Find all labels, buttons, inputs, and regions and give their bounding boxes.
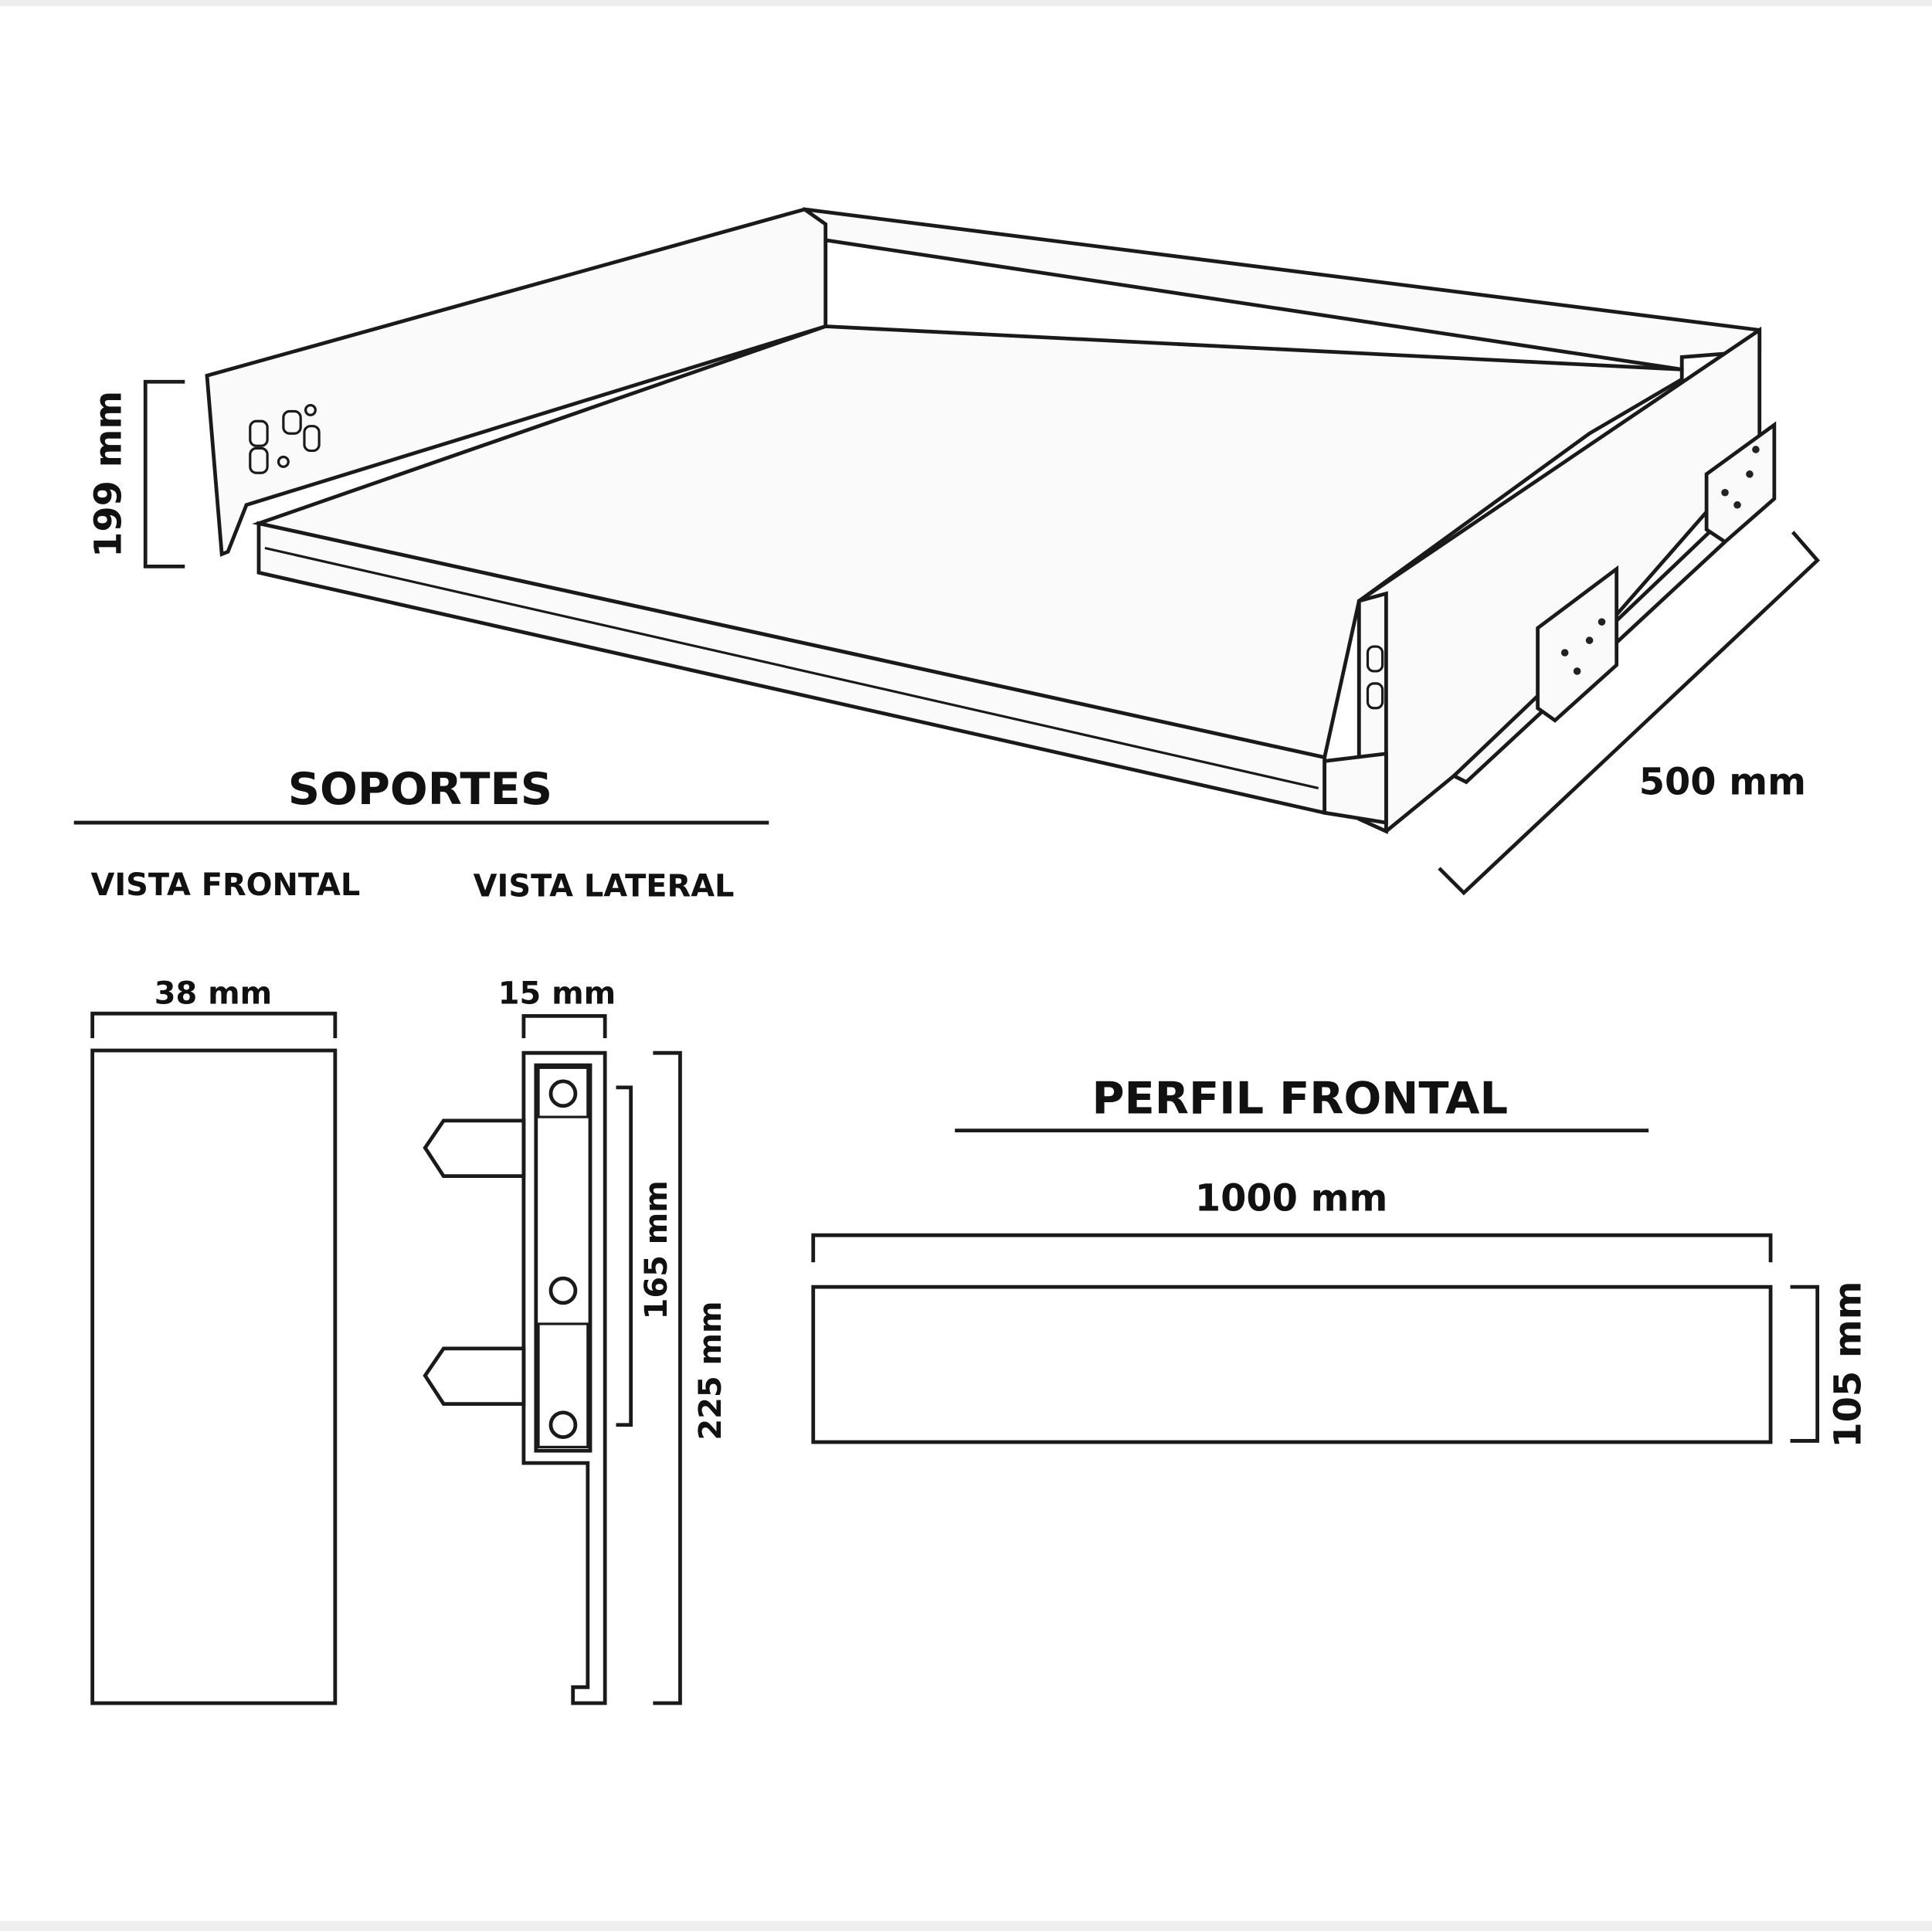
support-side-view [423,1050,607,1705]
front-profile-width-dimension [811,1233,1773,1263]
drawer-depth-label: 500 mm [1639,761,1806,803]
side-height-dimension [653,1050,682,1705]
front-profile-width-label: 1000 mm [1195,1177,1388,1220]
drawer-height-label: 199 mm [87,391,130,558]
side-inner-height-label: 165 mm [639,1180,674,1319]
support-front-view [90,1048,338,1705]
side-width-dimension [521,1013,607,1039]
drawer-illustration [205,207,1777,834]
front-profile-title: PERFIL FRONTAL [1092,1072,1508,1124]
front-profile-height-label: 105 mm [1827,1281,1869,1448]
side-height-label: 225 mm [693,1301,728,1440]
side-inner-height-dimension [616,1085,633,1427]
height-dimension-line [143,379,185,568]
supports-title: SOPORTES [288,763,552,815]
front-width-dimension [90,1011,338,1039]
front-view-label: VISTA FRONTAL [90,867,360,903]
side-width-label: 15 mm [498,976,616,1011]
side-view-label: VISTA LATERAL [474,869,735,904]
depth-dimension-line [1438,531,1820,896]
mounting-holes [249,403,1760,710]
front-profile-shape [811,1285,1773,1444]
front-profile-height-dimension [1790,1285,1820,1443]
front-width-label: 38 mm [154,976,272,1011]
